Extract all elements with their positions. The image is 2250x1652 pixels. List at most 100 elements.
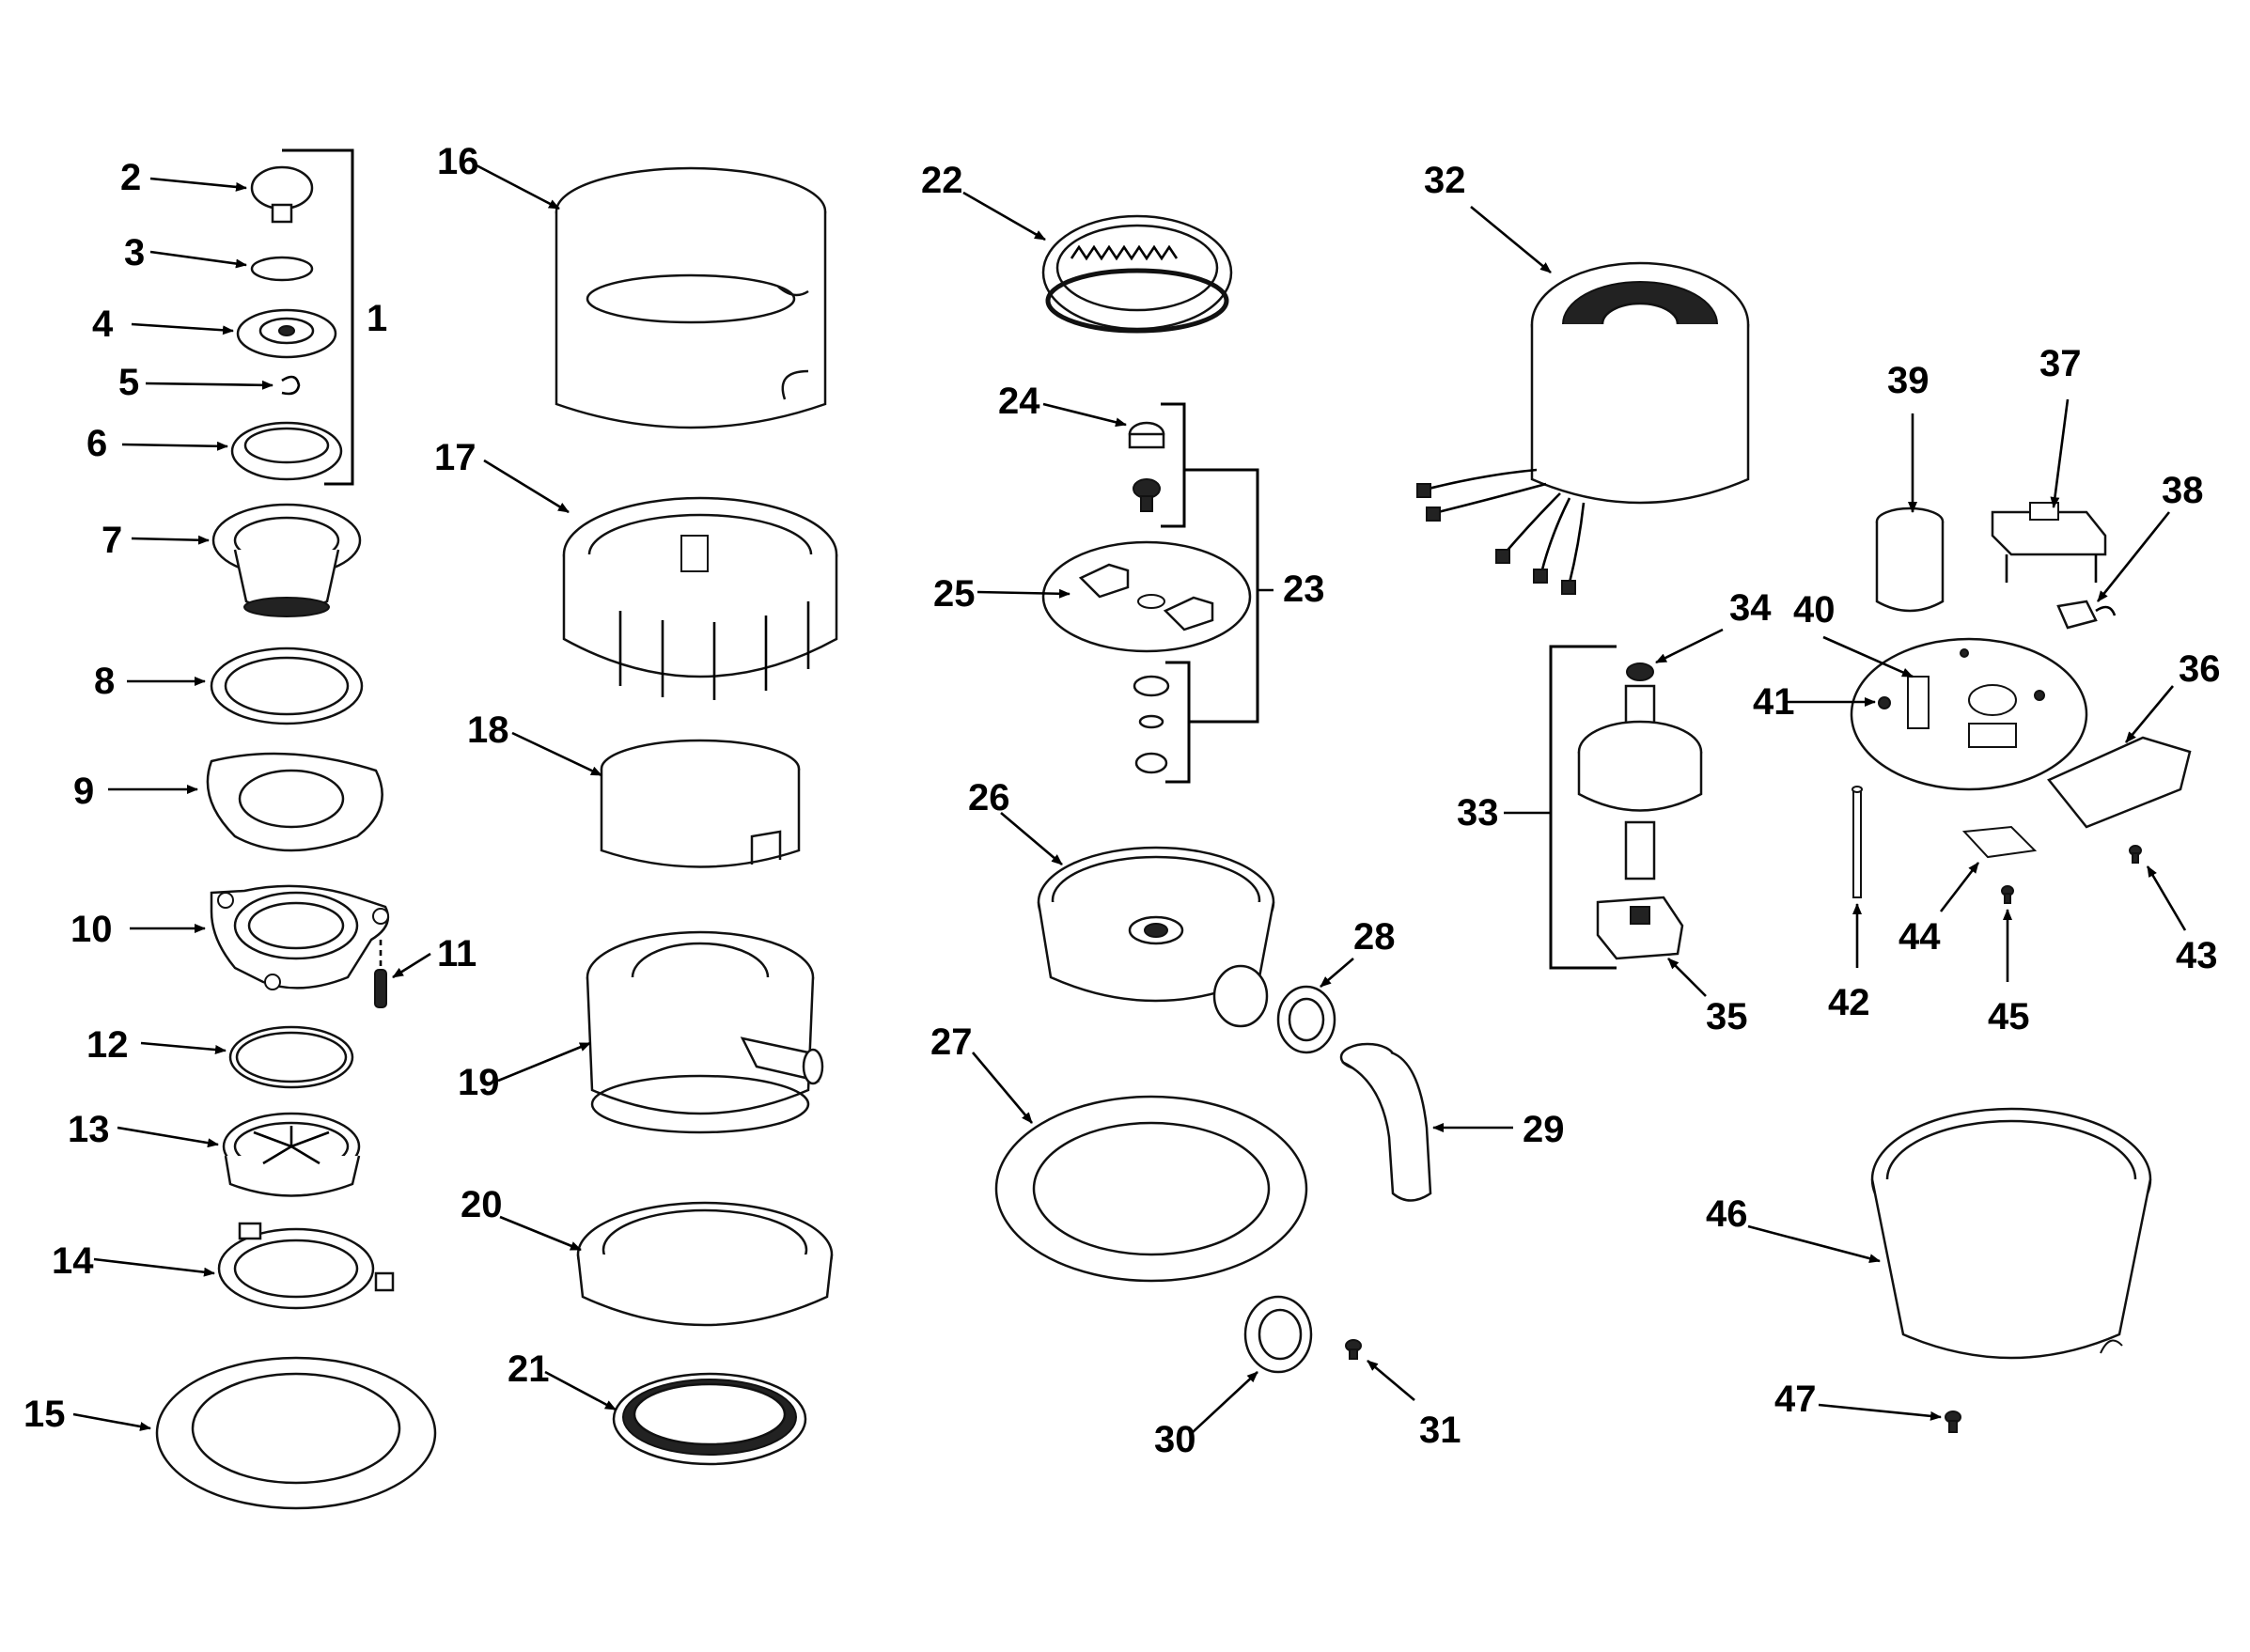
label-8: 8 bbox=[94, 661, 115, 702]
label-30: 30 bbox=[1154, 1419, 1196, 1460]
part-42-bolt bbox=[1852, 786, 1863, 898]
label-16: 16 bbox=[437, 141, 479, 182]
label-45: 45 bbox=[1988, 996, 2030, 1037]
part-34-washer bbox=[1626, 662, 1654, 681]
label-34: 34 bbox=[1729, 587, 1772, 629]
label-40: 40 bbox=[1793, 589, 1836, 631]
part-14-cushion-mount bbox=[217, 1222, 395, 1310]
label-10: 10 bbox=[70, 909, 113, 950]
part-33-rotor-shaft bbox=[1577, 684, 1703, 881]
label-26: 26 bbox=[968, 777, 1010, 818]
part-31-screw bbox=[1345, 1339, 1362, 1360]
part-1-bracket bbox=[282, 148, 354, 486]
part-39-capacitor bbox=[1875, 507, 1945, 613]
label-32: 32 bbox=[1424, 160, 1466, 201]
part-20-lower-ring bbox=[576, 1201, 834, 1327]
label-18: 18 bbox=[467, 709, 509, 751]
part-12-ring bbox=[228, 1025, 354, 1089]
label-36: 36 bbox=[2179, 648, 2221, 690]
label-27: 27 bbox=[930, 1021, 973, 1063]
label-5: 5 bbox=[118, 362, 139, 403]
label-4: 4 bbox=[92, 304, 114, 345]
part-43-screw bbox=[2129, 845, 2142, 864]
label-31: 31 bbox=[1419, 1410, 1461, 1451]
part-35-bearing bbox=[1596, 896, 1684, 960]
label-14: 14 bbox=[52, 1240, 94, 1282]
part-38-overload bbox=[2056, 600, 2117, 630]
part-47-screw bbox=[1945, 1410, 1961, 1433]
label-41: 41 bbox=[1753, 681, 1795, 723]
part-23-bracket-bottom bbox=[1165, 661, 1191, 784]
part-labels: 1 2 3 4 5 6 7 8 9 10 11 12 13 14 15 16 1… bbox=[23, 141, 2221, 1460]
label-46: 46 bbox=[1706, 1193, 1748, 1235]
part-44-terminal-plate bbox=[1961, 825, 2038, 859]
part-25-turntable bbox=[1041, 540, 1252, 653]
part-32-stator bbox=[1416, 261, 1750, 595]
label-42: 42 bbox=[1828, 982, 1870, 1023]
part-8-gasket bbox=[210, 647, 364, 725]
label-23: 23 bbox=[1283, 569, 1325, 610]
part-11-screw bbox=[374, 940, 387, 1008]
label-21: 21 bbox=[508, 1348, 550, 1390]
label-20: 20 bbox=[461, 1184, 503, 1225]
part-28-gasket bbox=[1276, 985, 1336, 1054]
part-37-switch bbox=[1991, 502, 2107, 583]
part-23-bracket bbox=[1184, 468, 1259, 724]
part-2-stopper bbox=[250, 165, 314, 224]
label-12: 12 bbox=[86, 1024, 129, 1066]
label-43: 43 bbox=[2176, 935, 2218, 976]
label-37: 37 bbox=[2039, 343, 2082, 384]
label-3: 3 bbox=[124, 232, 145, 273]
label-44: 44 bbox=[1898, 916, 1941, 958]
part-9-splash-guard bbox=[206, 752, 383, 852]
label-39: 39 bbox=[1887, 360, 1930, 401]
label-35: 35 bbox=[1706, 996, 1748, 1037]
part-4-flange bbox=[236, 308, 337, 359]
part-22-grind-ring bbox=[1041, 214, 1233, 334]
part-29-elbow bbox=[1339, 1042, 1432, 1202]
label-47: 47 bbox=[1774, 1379, 1817, 1420]
part-15-cover bbox=[155, 1356, 437, 1510]
label-13: 13 bbox=[68, 1109, 110, 1150]
label-17: 17 bbox=[434, 437, 477, 478]
label-2: 2 bbox=[120, 157, 141, 198]
label-22: 22 bbox=[921, 160, 963, 201]
part-26-lower-hopper bbox=[1037, 846, 1275, 1028]
label-6: 6 bbox=[86, 423, 107, 464]
leader-lines bbox=[72, 163, 2187, 1434]
part-21-seal bbox=[612, 1372, 807, 1466]
part-18-shroud bbox=[600, 739, 801, 868]
part-17-housing bbox=[562, 496, 838, 700]
part-19-upper-body bbox=[586, 930, 824, 1134]
part-7-sink-flange bbox=[211, 503, 362, 617]
label-28: 28 bbox=[1353, 916, 1396, 958]
part-45-screw bbox=[2001, 885, 2014, 904]
label-25: 25 bbox=[933, 573, 976, 615]
label-24: 24 bbox=[998, 381, 1040, 422]
label-9: 9 bbox=[73, 771, 94, 812]
part-10-mounting-ring bbox=[210, 884, 390, 990]
part-46-bottom-housing bbox=[1870, 1107, 2152, 1360]
part-40-end-bell bbox=[1850, 637, 2088, 791]
part-13-baffle bbox=[222, 1112, 361, 1197]
part-23a-bolt bbox=[1133, 478, 1161, 512]
part-33-bracket bbox=[1549, 645, 1617, 970]
part-30-clamp bbox=[1243, 1295, 1313, 1374]
label-15: 15 bbox=[23, 1394, 66, 1435]
part-23b-washers bbox=[1133, 675, 1170, 774]
label-33: 33 bbox=[1457, 792, 1499, 834]
part-6-ring bbox=[230, 421, 343, 481]
part-36-cover-plate bbox=[2047, 736, 2192, 829]
label-19: 19 bbox=[458, 1062, 500, 1103]
part-24-nut bbox=[1128, 421, 1165, 449]
label-1: 1 bbox=[367, 298, 387, 339]
label-29: 29 bbox=[1523, 1109, 1565, 1150]
label-11: 11 bbox=[437, 933, 477, 974]
label-7: 7 bbox=[102, 520, 122, 561]
part-16-sleeve bbox=[555, 166, 827, 429]
part-23-bracket-top bbox=[1161, 402, 1186, 528]
part-27-ring-gasket bbox=[994, 1095, 1308, 1283]
part-3-gasket bbox=[250, 256, 314, 282]
label-38: 38 bbox=[2162, 470, 2204, 511]
